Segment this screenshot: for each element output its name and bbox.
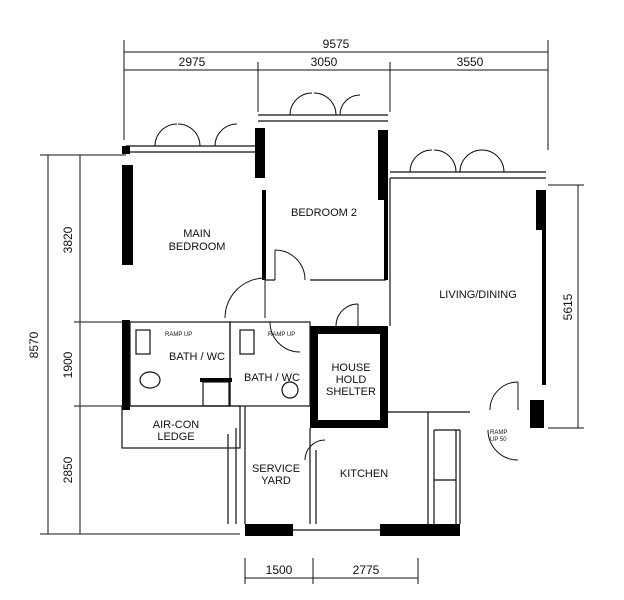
dim-left-3: 2850	[61, 456, 75, 483]
dim-right: 5615	[561, 293, 575, 320]
walls	[121, 128, 546, 536]
label-bath-2: BATH / WC	[244, 372, 300, 384]
label-kitchen: KITCHEN	[340, 468, 388, 480]
dim-top-2: 3050	[311, 55, 338, 69]
top-dimensions: 9575 2975 3050 3550	[123, 37, 549, 150]
note-ramp-up-50-line1: RAMP	[490, 430, 507, 436]
bottom-dimensions: 1500 2775	[244, 558, 419, 584]
dim-top-3: 3550	[457, 55, 484, 69]
room-labels: MAIN BEDROOM BEDROOM 2 LIVING/DINING BAT…	[153, 207, 517, 487]
dim-bottom-2: 2775	[353, 563, 380, 577]
left-dimensions: 8570 3820 1900 2850	[27, 154, 240, 535]
label-shelter-line3: SHELTER	[326, 386, 376, 398]
label-aircon-line2: LEDGE	[157, 431, 194, 443]
note-ramp-up-2: RAMP UP	[268, 332, 295, 338]
right-dimension: 5615	[548, 184, 584, 429]
label-shelter-line2: HOLD	[336, 374, 367, 386]
label-shelter-line1: HOUSE	[331, 362, 370, 374]
dim-left-1: 3820	[61, 226, 75, 253]
label-main-bedroom-line2: BEDROOM	[169, 241, 226, 253]
dim-top-total: 9575	[323, 37, 350, 51]
label-living-dining: LIVING/DINING	[439, 289, 517, 301]
label-main-bedroom-line1: MAIN	[183, 228, 211, 240]
label-service-yard-line1: SERVICE	[252, 463, 300, 475]
label-service-yard-line2: YARD	[261, 475, 291, 487]
note-ramp-up-50-line2: UP 50	[490, 437, 507, 443]
notes: RAMP UP RAMP UP RAMP UP 50	[165, 332, 507, 443]
dim-top-1: 2975	[179, 55, 206, 69]
note-ramp-up-1: RAMP UP	[165, 332, 192, 338]
dim-left-total: 8570	[27, 331, 41, 358]
windows	[126, 92, 546, 179]
dim-bottom-1: 1500	[266, 563, 293, 577]
dim-left-2: 1900	[61, 351, 75, 378]
doors	[224, 249, 519, 461]
label-bath-1: BATH / WC	[169, 351, 225, 363]
label-bedroom-2: BEDROOM 2	[291, 207, 357, 219]
label-aircon-line1: AIR-CON	[153, 419, 200, 431]
